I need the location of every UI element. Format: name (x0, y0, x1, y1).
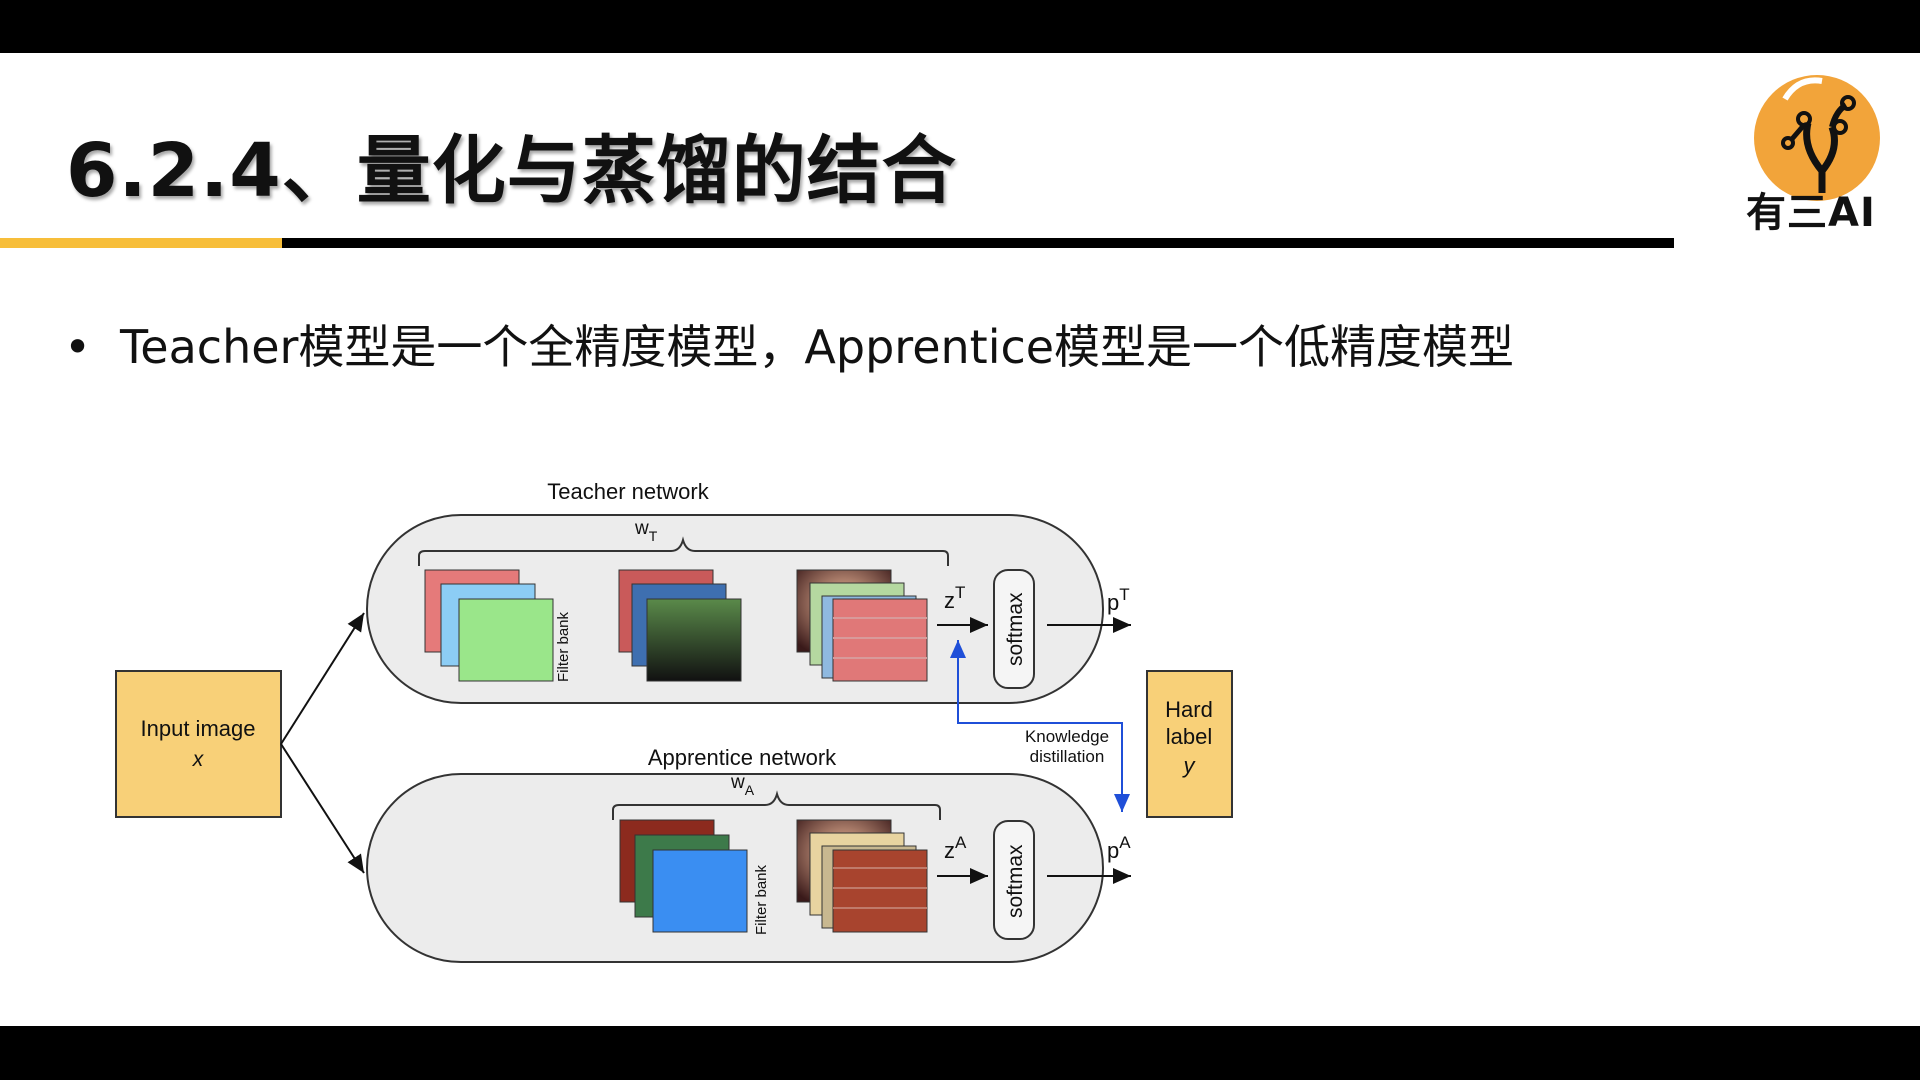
kd-label-line2: distillation (1030, 747, 1105, 766)
apprentice-weights-label: wA (730, 772, 755, 798)
youthree-logo-icon (1754, 75, 1880, 201)
input-to-teacher-arrow (280, 612, 365, 745)
teacher-filter-bank-label: Filter bank (555, 611, 572, 682)
teacher-softmax-box (993, 569, 1035, 689)
hard-label-line2: label (1166, 724, 1212, 749)
apprentice-logits-label: zA (944, 833, 967, 863)
apprentice-network-title: Apprentice network (648, 745, 837, 770)
slide: 6.2.4、量化与蒸馏的结合 有三AI • Teacher模型是一个全精度模型，A… (0, 53, 1920, 1026)
bullet-dot: • (64, 320, 92, 374)
input-image-box (115, 670, 282, 818)
distillation-diagram: Teacher network wT Filter bank zT (115, 479, 1233, 963)
apprentice-filter-bank-label: Filter bank (753, 864, 770, 935)
teacher-softmax-label: softmax (1004, 592, 1027, 666)
apprentice-softmax-label: softmax (1004, 844, 1027, 918)
apprentice-weights-brace (612, 790, 941, 820)
title-underline-accent (0, 238, 282, 248)
hard-label-line1: Hard (1165, 697, 1213, 722)
teacher-weights-brace (418, 536, 949, 566)
hard-label-var: y (1182, 753, 1197, 778)
apprentice-feature-maps (796, 819, 928, 933)
hard-label-box (1146, 670, 1233, 818)
teacher-network-title: Teacher network (547, 479, 709, 504)
bullet-item: • Teacher模型是一个全精度模型，Apprentice模型是一个低精度模型 (64, 311, 1514, 377)
apprentice-filter-stack (619, 819, 748, 933)
teacher-feature-maps (796, 569, 928, 682)
teacher-weights-label: wT (634, 518, 658, 544)
apprentice-prob-label: pA (1107, 833, 1131, 863)
teacher-logits-label: zT (944, 583, 965, 613)
input-image-label: Input image (141, 716, 256, 741)
bullet-text: Teacher模型是一个全精度模型，Apprentice模型是一个低精度模型 (120, 320, 1515, 374)
kd-label-line1: Knowledge (1025, 727, 1109, 746)
teacher-filter-stack-2 (618, 569, 742, 682)
slide-title: 6.2.4、量化与蒸馏的结合 (66, 128, 957, 214)
logo-text: 有三AI (1746, 190, 1876, 236)
kd-connector (950, 640, 1123, 811)
input-image-var: x (192, 748, 205, 771)
input-to-apprentice-arrow (280, 743, 365, 874)
apprentice-softmax-box (993, 820, 1035, 940)
teacher-prob-label: pT (1107, 585, 1130, 615)
teacher-filter-stack-1 (424, 569, 554, 682)
title-underline (282, 238, 1674, 248)
